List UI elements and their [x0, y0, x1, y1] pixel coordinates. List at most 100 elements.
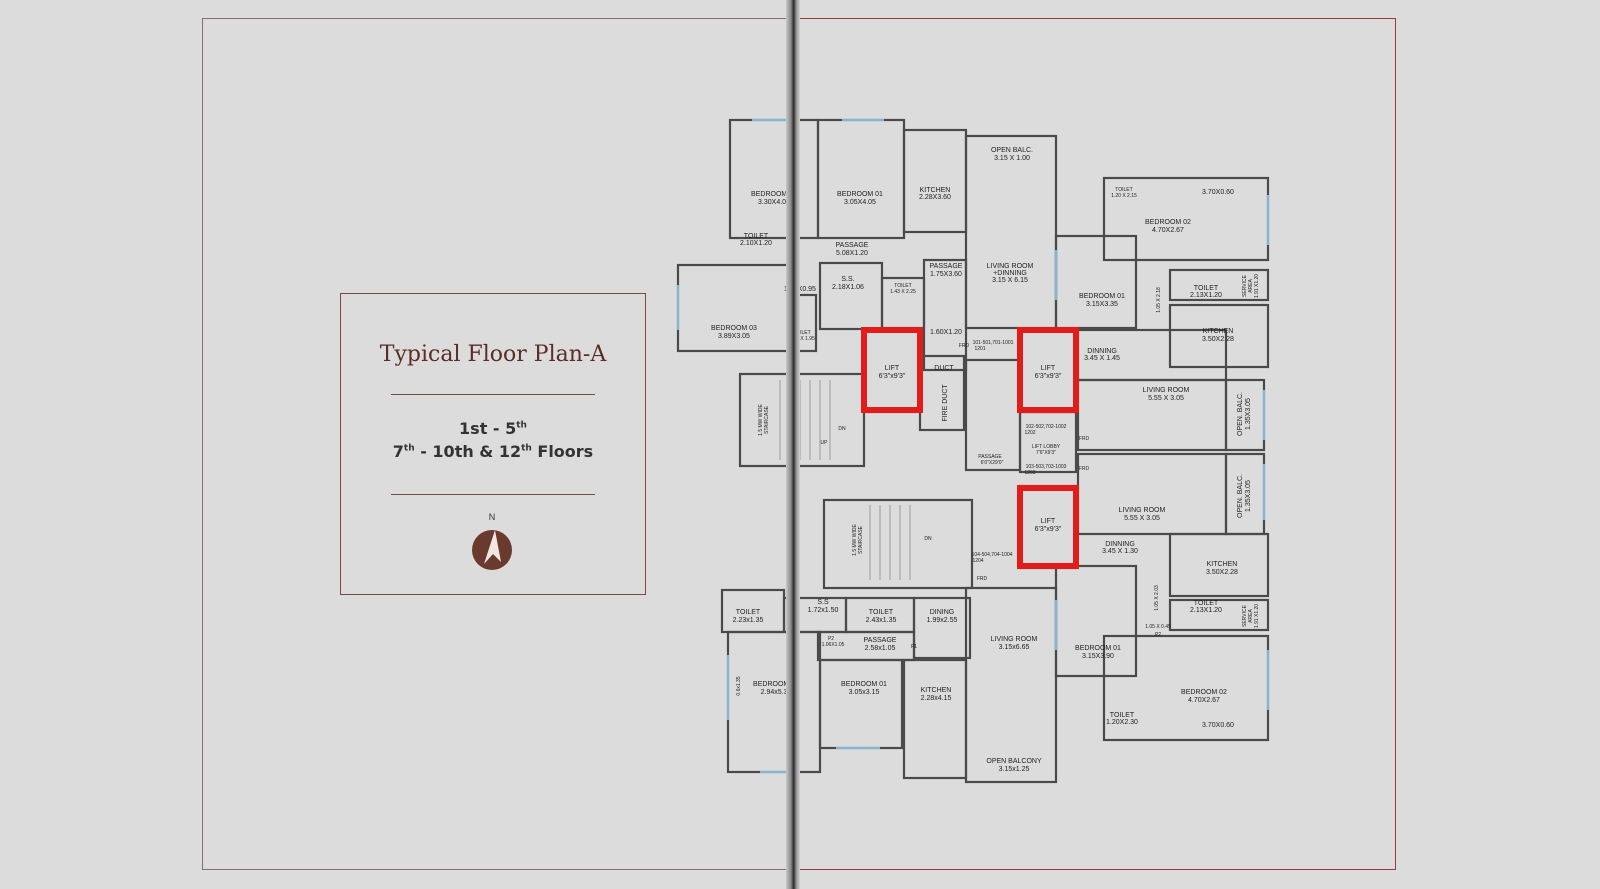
floors-line-2: 7th - 10th & 12th Floors	[341, 442, 645, 461]
room-dim: 2.94x5.35	[761, 689, 792, 696]
room-dim: 3.15x6.65	[999, 644, 1030, 651]
room-label: KITCHEN	[921, 687, 952, 694]
room-dim: 2.43x1.35	[866, 617, 897, 624]
svg-text:SERVICEAREA1.91 X1.20: SERVICEAREA1.91 X1.20	[1242, 274, 1260, 298]
svg-text:OPEN. BALC.1.35X3.05: OPEN. BALC.1.35X3.05	[1237, 392, 1252, 436]
room-dim: 3.05X4.05	[844, 199, 876, 206]
room-dim: 1.75X3.60	[930, 271, 962, 278]
flat-codes: 1203	[1024, 470, 1035, 476]
svg-text:BEDROOM 013.05x3.15: BEDROOM 013.05x3.15	[841, 681, 887, 696]
frd-label: FRD	[959, 343, 970, 349]
svg-text:SERVICEAREA1.91 X1.20: SERVICEAREA1.91 X1.20	[1242, 604, 1260, 628]
room-label: DINNING	[1087, 348, 1117, 355]
room-label: AREA	[1248, 279, 1254, 293]
lift-label: LIFT	[885, 365, 900, 372]
lift-highlights	[861, 327, 1079, 569]
floors-line-1: 1st - 5th	[341, 419, 645, 438]
room-dim: 5.08X1.20	[836, 250, 868, 257]
stair-label: 1.5 MW WIDE	[758, 404, 764, 436]
room-dim: 2.30 X 1.95	[789, 336, 815, 342]
room-label: SERVICE	[1242, 604, 1248, 627]
svg-text:BEDROOM 024.70X2.67: BEDROOM 024.70X2.67	[1145, 219, 1191, 234]
room-label: SERVICE	[1242, 274, 1248, 297]
room-label: PASSAGE	[864, 637, 897, 644]
dimension-label: 1.60X1.20	[930, 329, 962, 336]
compass-label: N	[489, 512, 496, 522]
lift-lobby-dim: 7'6"X9'3"	[1036, 450, 1056, 456]
dimension-label: 3.70X0.60	[1202, 722, 1234, 729]
svg-text:BEDROOM 033.89X3.05: BEDROOM 033.89X3.05	[711, 325, 757, 340]
room-dim: 3.15 X 1.00	[994, 155, 1030, 162]
room-label: BEDROOM 01	[841, 681, 887, 688]
room-label: OPEN. BALC.	[1237, 474, 1244, 518]
window-layer	[677, 119, 1269, 773]
room-dim: 3.15x1.25	[999, 766, 1030, 773]
room-dim: 3.45 X 1.45	[1084, 355, 1120, 362]
room-label: KITCHEN	[1207, 561, 1238, 568]
room-label: TOILET	[869, 609, 894, 616]
dimension-label: 1.06X1.05	[822, 642, 845, 648]
room-dim: 3.15 X 6.15	[992, 277, 1028, 284]
svg-text:BEDROOM 023.30X4.05: BEDROOM 023.30X4.05	[751, 191, 797, 206]
room-dim: 2.23x1.35	[733, 617, 764, 624]
room-dim: 2.28x4.15	[921, 695, 952, 702]
stair-label: STAIRCASE	[764, 405, 770, 434]
lift-highlight-right-top	[1017, 327, 1079, 413]
svg-text:BEDROOM 024.70X2.67: BEDROOM 024.70X2.67	[1181, 689, 1227, 704]
room-label: LIVING ROOM	[991, 636, 1038, 643]
passage-label: PASSAGE	[978, 454, 1002, 460]
floors-text: 7	[392, 442, 404, 461]
room-label: S.S	[817, 599, 829, 606]
room-label: DINNING	[1105, 541, 1135, 548]
room-label: KITCHEN	[920, 187, 951, 194]
room-dim: 2.28X3.60	[919, 194, 951, 201]
room-label: KITCHEN	[1203, 328, 1234, 335]
dimension-label: 1.05 X 2.18	[1156, 287, 1162, 313]
room-label: +DINNING	[993, 270, 1027, 277]
svg-text:OPEN BALC.3.15 X 1.00: OPEN BALC.3.15 X 1.00	[991, 147, 1033, 162]
frd-label: FRD	[1079, 436, 1090, 442]
room-dim: 1.35X3.05	[1245, 398, 1252, 430]
room-dim: 3.89X3.05	[718, 333, 750, 340]
room-dim: 2.13X1.20	[1190, 292, 1222, 299]
dimension-label: 1.05 X 2.03	[1154, 585, 1160, 611]
room-dim: 3.15X3.90	[1082, 653, 1114, 660]
room-label: BEDROOM 03	[711, 325, 757, 332]
room-label: TOILET	[793, 330, 810, 336]
svg-text:S.S1.72x1.50: S.S1.72x1.50	[808, 599, 839, 614]
room-label: AREA	[1248, 609, 1254, 623]
dn-label: DN	[838, 426, 846, 432]
room-label: OPEN BALCONY	[986, 758, 1042, 765]
book-spine	[786, 0, 800, 889]
room-dim: 1.99x2.55	[927, 617, 958, 624]
room-dim: 2.13X1.20	[1190, 607, 1222, 614]
svg-text:S.S.2.18X1.06: S.S.2.18X1.06	[832, 276, 864, 291]
svg-text:BEDROOM 013.05X4.05: BEDROOM 013.05X4.05	[837, 191, 883, 206]
room-label: BEDROOM 01	[1079, 293, 1125, 300]
room-label: LIVING ROOM	[1119, 507, 1166, 514]
room-label: PASSAGE	[930, 263, 963, 270]
divider-bottom	[391, 494, 595, 495]
room-dim: 3.50X2.28	[1202, 336, 1234, 343]
room-dim: 3.05x3.15	[849, 689, 880, 696]
room-dim: 2.18X1.06	[832, 284, 864, 291]
svg-text:1.5 MW WIDESTAIRCASE: 1.5 MW WIDESTAIRCASE	[758, 404, 770, 436]
